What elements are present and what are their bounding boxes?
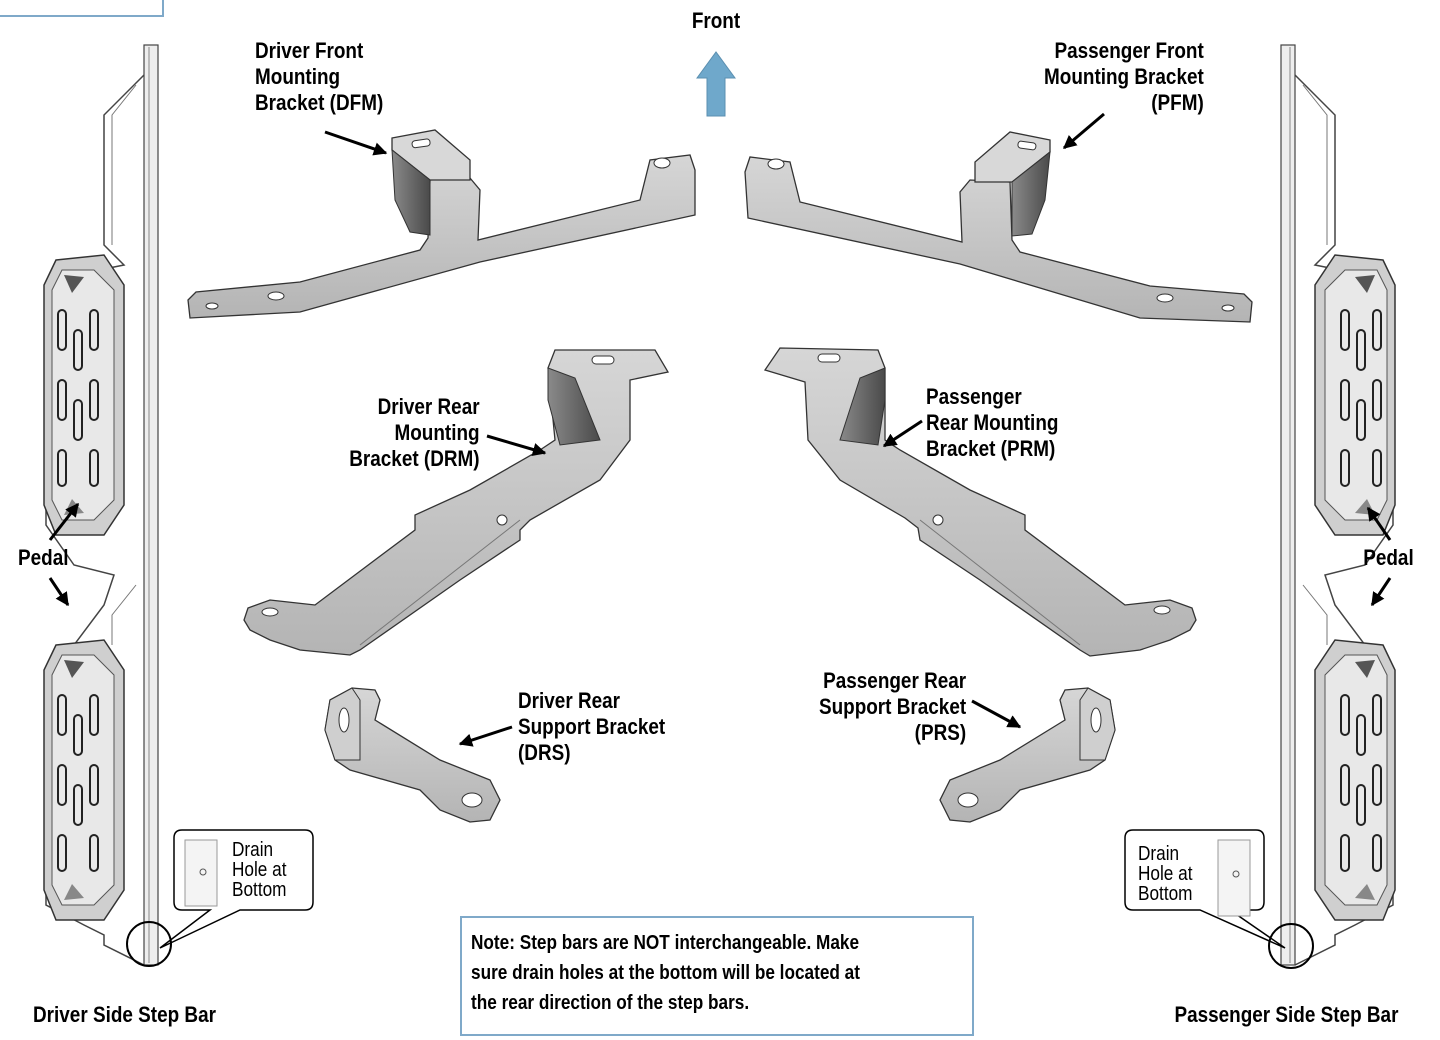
pedal-label-left: Pedal	[18, 545, 69, 570]
drain-circle-right	[1268, 923, 1314, 969]
note-box: Note: Step bars are NOT interchangeable.…	[460, 916, 974, 1036]
dfm-bracket	[187, 129, 696, 319]
pedal-label-right: Pedal	[1363, 545, 1414, 570]
drs-bracket	[324, 687, 501, 823]
drain-circle-left	[126, 921, 172, 967]
note-line: Note: Step bars are NOT interchangeable.…	[471, 932, 860, 954]
pfm-bracket	[744, 131, 1253, 323]
driver-step-bar	[43, 44, 159, 966]
drm-bracket	[243, 349, 670, 656]
passenger-step-bar	[1280, 44, 1396, 966]
note-line: sure drain holes at the bottom will be l…	[471, 962, 860, 984]
drain-callout-left	[126, 829, 314, 967]
header-box-fragment	[0, 0, 164, 17]
front-arrow	[696, 51, 736, 117]
passenger-step-bar-label: Passenger Side Step Bar	[1174, 1002, 1398, 1027]
prs-bracket	[939, 687, 1116, 823]
front-label: Front	[691, 8, 741, 33]
driver-step-bar-label: Driver Side Step Bar	[33, 1002, 216, 1027]
prm-bracket	[763, 347, 1197, 657]
leader-arrows	[48, 112, 1392, 747]
drain-callout-right	[1124, 829, 1314, 969]
note-line: the rear direction of the step bars.	[471, 992, 750, 1014]
